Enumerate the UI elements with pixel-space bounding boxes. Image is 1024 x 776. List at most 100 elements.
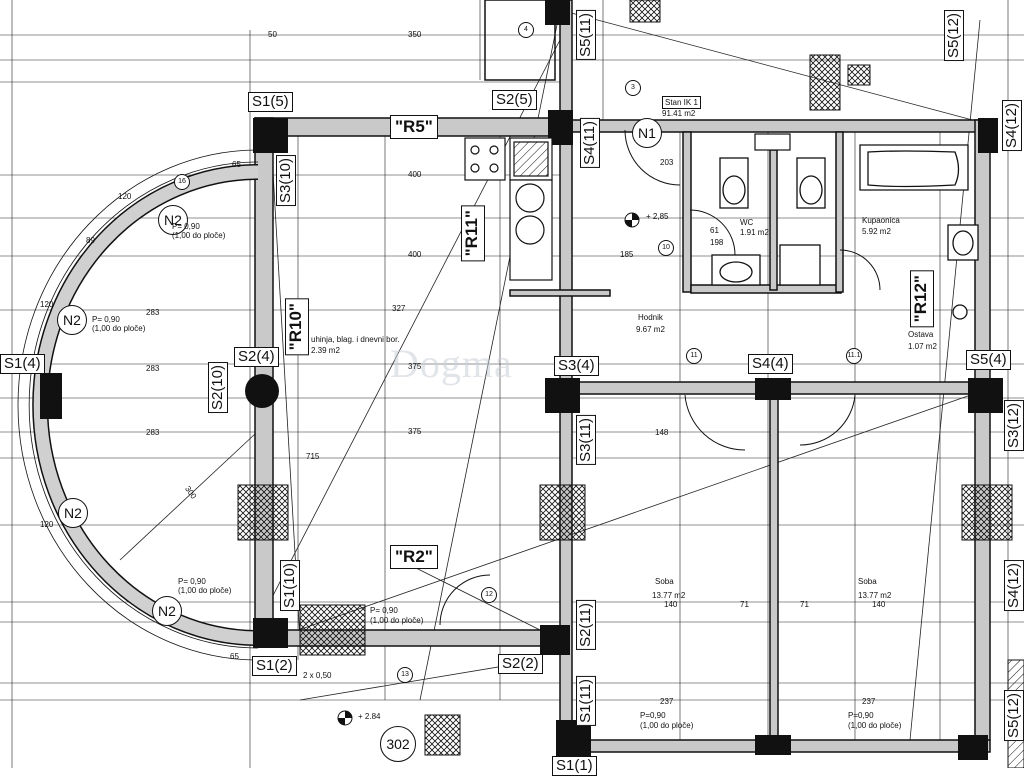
wall-tag-s1-10: S1(10) [280, 560, 300, 612]
wall-tag-s2-11: S2(11) [576, 600, 596, 650]
wall-tag-s2-10: S2(10) [208, 362, 228, 414]
wall-tag-s5-12b: S5(12) [1004, 690, 1024, 742]
wall-tag-s1-11: S1(11) [576, 676, 596, 726]
columns [245, 0, 1003, 760]
dim-350: 350 [408, 30, 422, 39]
wall-tag-s4-4: S4(4) [748, 354, 793, 374]
wall-tag-s3-10: S3(10) [276, 155, 296, 207]
beam-tag-r2: "R2" [390, 545, 438, 569]
beam-tag-r10: "R10" [285, 298, 309, 356]
marker-10: 10 [658, 240, 674, 256]
wall-tag-s4-12b: S4(12) [1004, 560, 1024, 612]
marker-3: 3 [625, 80, 641, 96]
parapet-note-3b: (1,00 do ploče) [370, 616, 424, 625]
parapet-note-5b: (1,00 do ploče) [640, 721, 694, 730]
dim-283-c: 283 [146, 428, 160, 437]
room-2-area: 13.77 m2 [858, 591, 892, 600]
dim-89: 89 [86, 236, 95, 245]
marker-11-1: 11.1 [846, 348, 862, 364]
wall-tag-s1-1: S1(1) [552, 756, 597, 776]
wall-tag-s5-4: S5(4) [966, 350, 1011, 370]
dim-237-b: 237 [862, 697, 876, 706]
room-1-name: Soba [655, 577, 674, 586]
wall-tag-s1-2: S1(2) [252, 656, 297, 676]
room-kitchen-area: 2.39 m2 [311, 346, 340, 355]
parapet-note-3: P= 0,90 [370, 606, 398, 615]
dim-203: 203 [660, 158, 674, 167]
room-wc-area: 1.91 m2 [740, 228, 769, 237]
circle-tag-n2-c: N2 [58, 498, 88, 528]
dim-71-a: 71 [740, 600, 749, 609]
room-bath-area: 5.92 m2 [862, 227, 891, 236]
marker-16: 16 [174, 174, 190, 190]
parapet-note-4: P= 0,90 [92, 315, 120, 324]
dim-120-a: 120 [118, 192, 132, 201]
parapet-note-1: P= 0,90 [172, 222, 200, 231]
wall-tag-s4-11: S4(11) [580, 118, 600, 168]
wall-tag-s2-2: S2(2) [498, 654, 543, 674]
wall-tag-s1-4: S1(4) [0, 354, 45, 374]
dim-198: 198 [710, 238, 724, 247]
parapet-note-1b: (1,00 do ploče) [172, 231, 226, 240]
dim-375-b: 375 [408, 427, 422, 436]
construction-lines [119, 9, 986, 741]
marker-13: 13 [397, 667, 413, 683]
wall-tag-s1-5: S1(5) [248, 92, 293, 112]
level-value-2: + 2.84 [358, 712, 381, 721]
room-2-name: Soba [858, 577, 877, 586]
dim-283-b: 283 [146, 364, 160, 373]
marker-12: 12 [481, 587, 497, 603]
circle-tag-n2-b: N2 [57, 305, 87, 335]
dim-50: 50 [268, 30, 277, 39]
door-swings [439, 129, 881, 626]
room-1-area: 13.77 m2 [652, 591, 686, 600]
beam-tag-r11: "R11" [461, 205, 485, 262]
dim-327: 327 [392, 304, 406, 313]
dim-65-a: 65 [232, 160, 241, 169]
parapet-note-2b: (1,00 do ploče) [178, 586, 232, 595]
wall-tag-s5-12: S5(12) [944, 10, 964, 62]
dim-148: 148 [655, 428, 669, 437]
parapet-note-2: P= 0,90 [178, 577, 206, 586]
watermark: Dogma [390, 341, 513, 386]
dim-375-a: 375 [408, 362, 422, 371]
dim-283-a: 283 [146, 308, 160, 317]
wall-tag-s3-12: S3(12) [1004, 400, 1024, 452]
dim-61: 61 [710, 226, 719, 235]
dim-120-c: 120 [40, 520, 54, 529]
dim-140-a: 140 [664, 600, 678, 609]
dim-185: 185 [620, 250, 634, 259]
dim-237-a: 237 [660, 697, 674, 706]
room-storage-name: Ostava [908, 330, 934, 339]
room-storage-area: 1.07 m2 [908, 342, 937, 351]
dim-2x050: 2 x 0,50 [303, 671, 332, 680]
dim-65-b: 65 [230, 652, 239, 661]
parapet-note-5: P=0,90 [640, 711, 666, 720]
circle-tag-n2-a: N2 [158, 205, 188, 235]
marker-4: 4 [518, 22, 534, 38]
parapet-note-6b: (1,00 do ploče) [848, 721, 902, 730]
apartment-name: Stan IK 1 [662, 96, 701, 109]
wall-tag-s2-4: S2(4) [234, 347, 279, 367]
dim-400-b: 400 [408, 250, 422, 259]
dim-140-b: 140 [872, 600, 886, 609]
marker-11: 11 [686, 348, 702, 364]
dim-715: 715 [306, 452, 320, 461]
wall-tag-s2-5: S2(5) [492, 90, 537, 110]
wall-tag-s5-11: S5(11) [576, 10, 596, 60]
dim-71-b: 71 [800, 600, 809, 609]
wall-tag-s3-11: S3(11) [576, 415, 596, 465]
apartment-area: 91.41 m2 [662, 109, 696, 118]
dim-120-b: 120 [40, 300, 54, 309]
wall-tag-s4-12: S4(12) [1002, 100, 1022, 152]
circle-tag-n1: N1 [632, 118, 662, 148]
circle-tag-302: 302 [380, 726, 416, 762]
level-symbols [337, 212, 640, 726]
room-wc-name: WC [740, 218, 754, 227]
room-hall-name: Hodnik [638, 313, 663, 322]
room-hall-area: 9.67 m2 [636, 325, 665, 334]
kitchen-fixtures [464, 133, 791, 281]
room-kitchen-name: uhinja, blag. i dnevni bor. [311, 335, 400, 344]
beam-tag-r12: "R12" [910, 270, 934, 328]
